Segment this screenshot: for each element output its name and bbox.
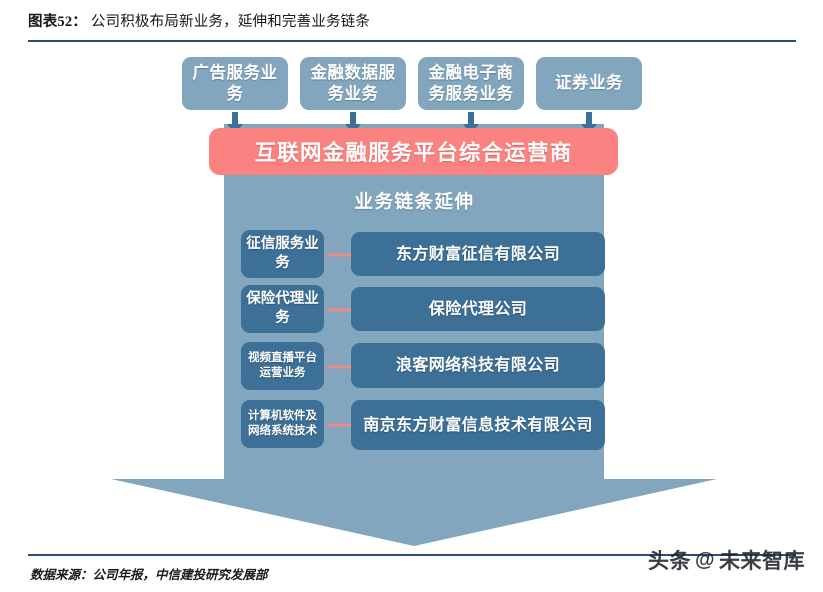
top-business-box-financial-data[interactable]: 金融数据服务业务 [300, 57, 406, 110]
chain-label-live-streaming[interactable]: 视频直播平台运营业务 [241, 342, 324, 390]
source-note: 数据来源：公司年报，中信建投研究发展部 [30, 568, 268, 582]
top-business-box-securities[interactable]: 证券业务 [536, 57, 642, 110]
watermark-account: 未来智库 [719, 550, 806, 573]
watermark: 头条 @ 未来智库 [648, 544, 816, 576]
chain-extension-heading: 业务链条延伸 [354, 191, 475, 212]
page-title: 图表52： 公司积极布局新业务，延伸和完善业务链条 [28, 12, 796, 32]
header-divider [28, 40, 796, 42]
chart-number: 图表52： [28, 14, 87, 30]
footer-divider [28, 554, 796, 556]
chart-title-text: 公司积极布局新业务，延伸和完善业务链条 [90, 14, 371, 30]
business-chain-diagram: 广告服务业务 金融数据服务业务 金融电子商务服务业务 证券业务 互联网金融服务平… [0, 44, 823, 550]
watermark-at-symbol: @ [695, 548, 716, 571]
chain-target-company-1[interactable]: 保险代理公司 [351, 287, 605, 331]
platform-operator-banner[interactable]: 互联网金融服务平台综合运营商 [209, 128, 618, 175]
chain-target-company-3[interactable]: 南京东方财富信息技术有限公司 [351, 400, 605, 450]
watermark-brand: 头条 [648, 550, 691, 573]
chain-label-software-network[interactable]: 计算机软件及网络系统技术 [241, 400, 324, 448]
chart-header: 图表52： 公司积极布局新业务，延伸和完善业务链条 [28, 12, 796, 42]
top-business-box-financial-ecommerce[interactable]: 金融电子商务服务业务 [418, 57, 524, 110]
chain-label-insurance-agency[interactable]: 保险代理业务 [241, 285, 324, 333]
chain-label-credit-service[interactable]: 征信服务业务 [241, 230, 324, 278]
chain-target-company-2[interactable]: 浪客网络科技有限公司 [351, 343, 605, 388]
top-business-box-advertising[interactable]: 广告服务业务 [182, 57, 288, 110]
chain-target-company-0[interactable]: 东方财富征信有限公司 [351, 232, 605, 276]
